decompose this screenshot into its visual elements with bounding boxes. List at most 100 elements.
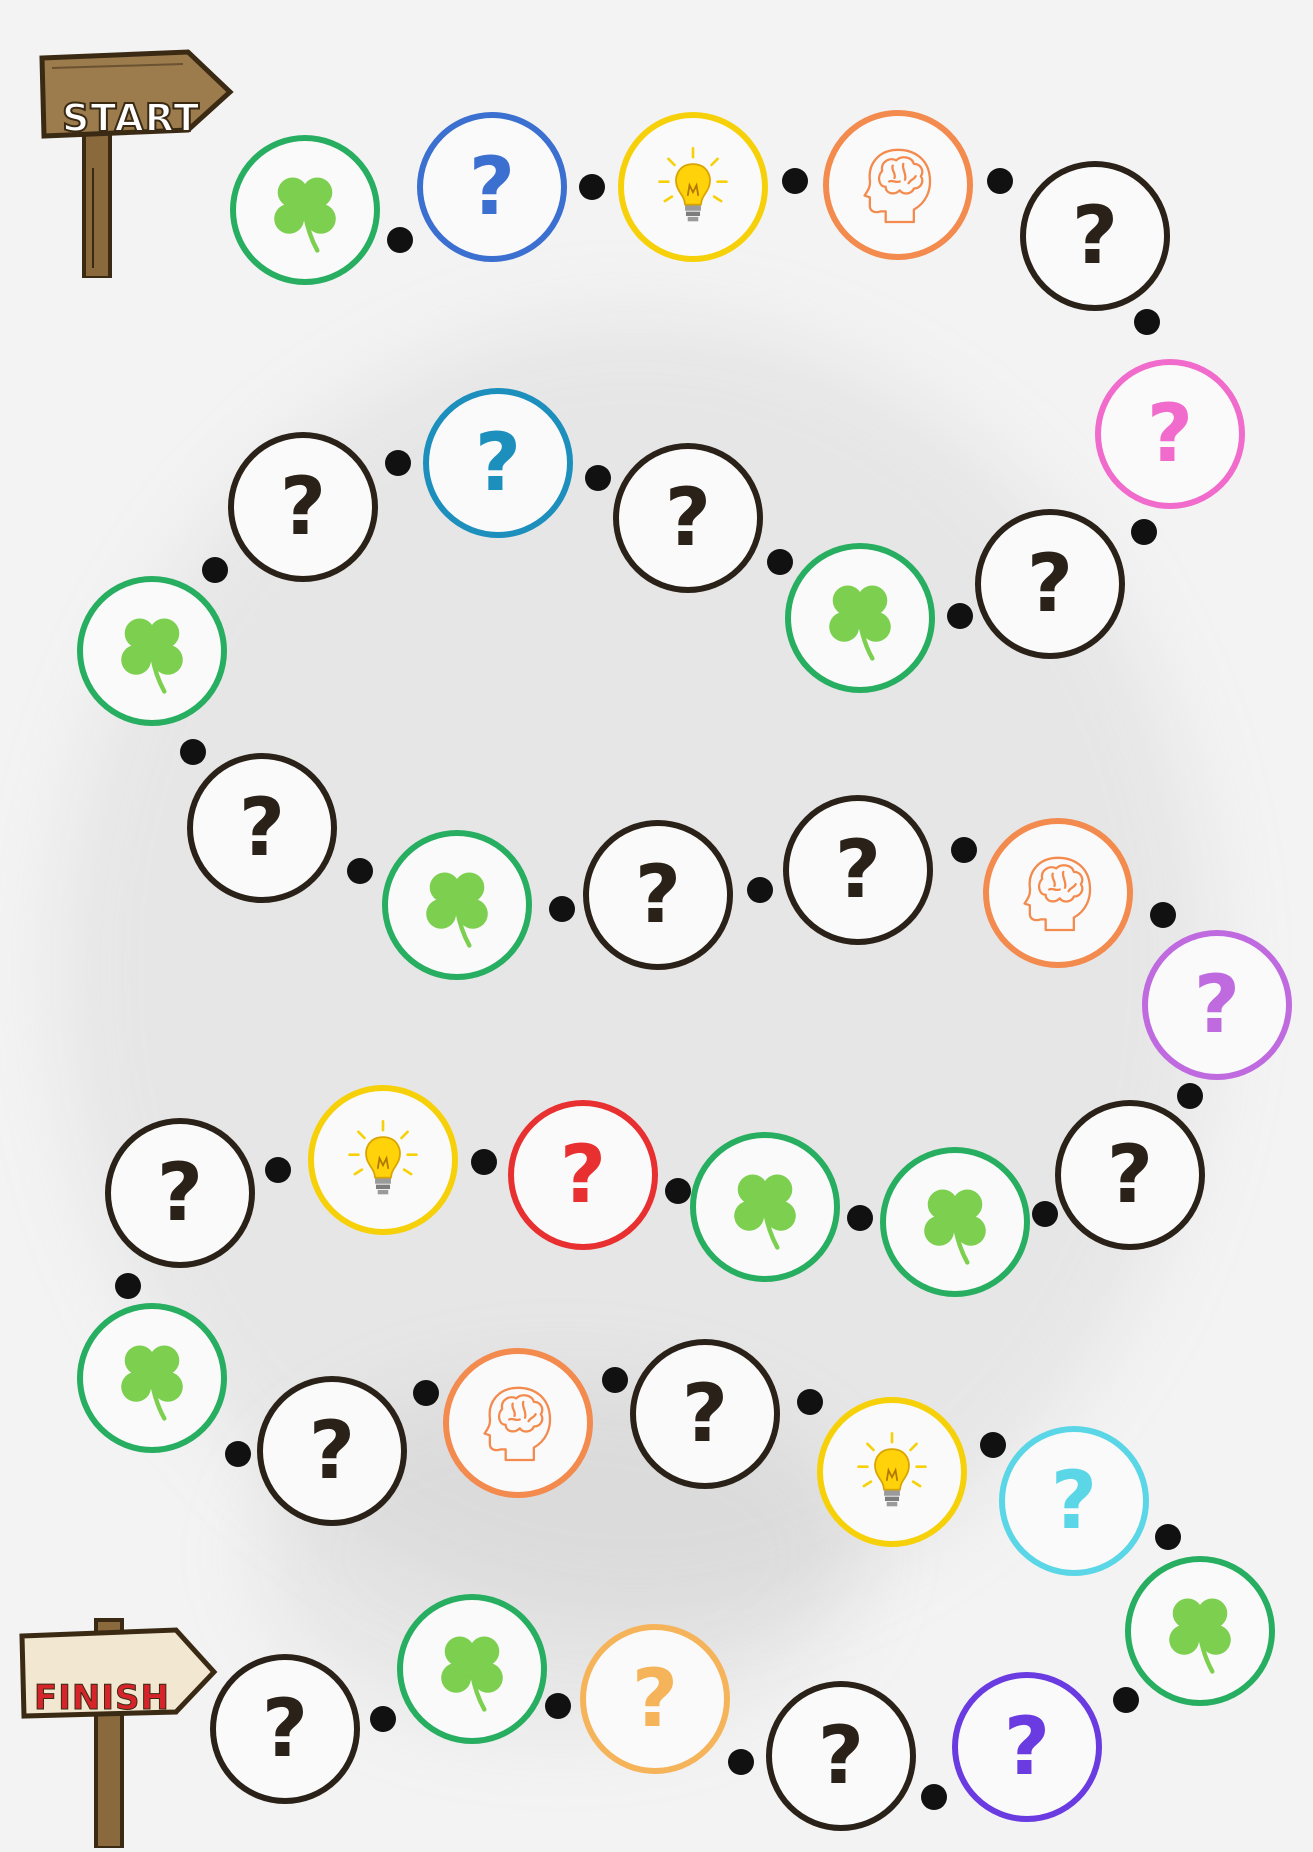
question-space[interactable]: ? — [999, 1426, 1149, 1576]
clover-icon — [1156, 1587, 1244, 1675]
question-space[interactable]: ? — [1055, 1100, 1205, 1250]
clover-icon — [108, 1334, 196, 1422]
path-dot — [413, 1380, 439, 1406]
brain-head-icon — [474, 1379, 562, 1467]
question-space[interactable]: ? — [508, 1100, 658, 1250]
path-dot — [115, 1273, 141, 1299]
question-space[interactable]: ? — [613, 443, 763, 593]
clover-icon — [428, 1625, 516, 1713]
question-mark-icon: ? — [635, 855, 681, 935]
path-dot — [385, 450, 411, 476]
path-dot — [180, 739, 206, 765]
question-mark-icon: ? — [1072, 196, 1118, 276]
path-dot — [921, 1784, 947, 1810]
start-signpost: START — [38, 38, 238, 278]
question-mark-icon: ? — [1004, 1707, 1050, 1787]
question-space[interactable]: ? — [105, 1118, 255, 1268]
question-mark-icon: ? — [469, 147, 515, 227]
path-dot — [951, 837, 977, 863]
brain-space[interactable] — [983, 818, 1133, 968]
question-space[interactable]: ? — [783, 795, 933, 945]
path-dot — [797, 1389, 823, 1415]
question-space[interactable]: ? — [952, 1672, 1102, 1822]
question-mark-icon: ? — [262, 1689, 308, 1769]
question-space[interactable]: ? — [1142, 930, 1292, 1080]
path-dot — [545, 1693, 571, 1719]
question-mark-icon: ? — [632, 1659, 678, 1739]
path-dot — [980, 1432, 1006, 1458]
clover-space[interactable] — [77, 1303, 227, 1453]
clover-space[interactable] — [397, 1594, 547, 1744]
clover-space[interactable] — [1125, 1556, 1275, 1706]
question-mark-icon: ? — [682, 1374, 728, 1454]
question-space[interactable]: ? — [1020, 161, 1170, 311]
question-space[interactable]: ? — [228, 432, 378, 582]
question-space[interactable]: ? — [1095, 359, 1245, 509]
lightbulb-icon — [339, 1116, 427, 1204]
question-mark-icon: ? — [560, 1135, 606, 1215]
question-mark-icon: ? — [309, 1411, 355, 1491]
path-dot — [947, 603, 973, 629]
clover-icon — [261, 166, 349, 254]
question-mark-icon: ? — [475, 423, 521, 503]
question-mark-icon: ? — [665, 478, 711, 558]
question-space[interactable]: ? — [423, 388, 573, 538]
question-space[interactable]: ? — [975, 509, 1125, 659]
question-mark-icon: ? — [280, 467, 326, 547]
path-dot — [747, 877, 773, 903]
question-space[interactable]: ? — [766, 1681, 916, 1831]
clover-space[interactable] — [785, 543, 935, 693]
path-dot — [370, 1706, 396, 1732]
path-dot — [347, 858, 373, 884]
clover-space[interactable] — [382, 830, 532, 980]
lightbulb-space[interactable] — [817, 1397, 967, 1547]
path-dot — [1177, 1083, 1203, 1109]
finish-label: FINISH — [34, 1678, 170, 1718]
question-space[interactable]: ? — [580, 1624, 730, 1774]
path-dot — [1131, 519, 1157, 545]
finish-signpost: FINISH — [18, 1608, 218, 1848]
path-dot — [602, 1367, 628, 1393]
question-mark-icon: ? — [239, 788, 285, 868]
clover-space[interactable] — [77, 576, 227, 726]
clover-space[interactable] — [230, 135, 380, 285]
clover-space[interactable] — [690, 1132, 840, 1282]
path-dot — [585, 465, 611, 491]
question-mark-icon: ? — [835, 830, 881, 910]
clover-icon — [108, 607, 196, 695]
question-mark-icon: ? — [1051, 1461, 1097, 1541]
question-space[interactable]: ? — [257, 1376, 407, 1526]
path-dot — [987, 168, 1013, 194]
question-space[interactable]: ? — [630, 1339, 780, 1489]
path-dot — [1155, 1524, 1181, 1550]
question-mark-icon: ? — [157, 1153, 203, 1233]
clover-icon — [721, 1163, 809, 1251]
path-dot — [471, 1149, 497, 1175]
path-dot — [387, 227, 413, 253]
question-mark-icon: ? — [1147, 394, 1193, 474]
path-dot — [549, 896, 575, 922]
finish-sign-icon — [18, 1608, 218, 1848]
lightbulb-space[interactable] — [618, 112, 768, 262]
path-dot — [202, 557, 228, 583]
brain-space[interactable] — [443, 1348, 593, 1498]
brain-space[interactable] — [823, 110, 973, 260]
path-dot — [1150, 902, 1176, 928]
question-space[interactable]: ? — [210, 1654, 360, 1804]
lightbulb-icon — [848, 1428, 936, 1516]
question-space[interactable]: ? — [583, 820, 733, 970]
path-dot — [1134, 309, 1160, 335]
path-dot — [225, 1441, 251, 1467]
question-space[interactable]: ? — [187, 753, 337, 903]
clover-icon — [816, 574, 904, 662]
question-space[interactable]: ? — [417, 112, 567, 262]
path-dot — [847, 1205, 873, 1231]
clover-space[interactable] — [880, 1147, 1030, 1297]
path-dot — [665, 1178, 691, 1204]
lightbulb-space[interactable] — [308, 1085, 458, 1235]
path-dot — [1113, 1687, 1139, 1713]
question-mark-icon: ? — [1194, 965, 1240, 1045]
question-mark-icon: ? — [1027, 544, 1073, 624]
start-label: START — [62, 96, 200, 140]
